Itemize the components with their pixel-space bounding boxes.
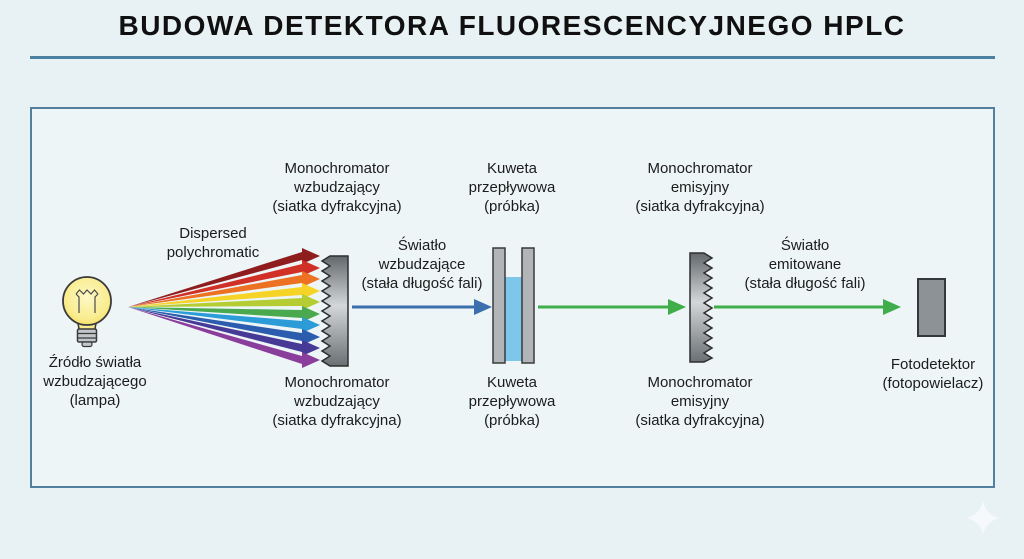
- bulb-filament: [75, 289, 99, 313]
- bulb-base: [76, 328, 98, 343]
- emission-light-arrow-1: [538, 299, 686, 315]
- rainbow-arrow: [128, 307, 320, 368]
- diagram-graphics: [62, 247, 946, 368]
- excitation-grating-icon: [320, 255, 349, 367]
- diagram-panel: Monochromator wzbudzający (siatka dyfrak…: [30, 107, 995, 488]
- rainbow-arrow: [128, 260, 320, 307]
- label-flow-cell-bottom: Kuweta przepływowa (próbka): [468, 374, 556, 429]
- label-excitation-monochromator-top: Monochromator wzbudzający (siatka dyfrak…: [272, 160, 402, 215]
- emission-arrow-2-head: [883, 299, 901, 315]
- label-emitted-light: Światło emitowane (stała długość fali): [744, 237, 866, 292]
- label-flow-cell-top: Kuweta przepływowa (próbka): [468, 160, 556, 215]
- sparkle-watermark-icon: [966, 501, 1000, 535]
- excitation-arrow-head: [474, 299, 492, 315]
- flow-cell-left-window: [492, 247, 506, 364]
- flow-cell-right-window: [521, 247, 535, 364]
- label-excitation-light: Światło wzbudzające (stała długość fali): [361, 237, 483, 292]
- label-photodetector: Fotodetektor (fotopowielacz): [882, 356, 984, 392]
- rainbow-arrow: [128, 306, 320, 322]
- rainbow-arrow: [128, 283, 320, 307]
- emission-arrow-1-head: [668, 299, 686, 315]
- rainbow-fan-icon: [128, 248, 320, 368]
- light-bulb-icon: [62, 276, 112, 348]
- label-emission-monochromator-top: Monochromator emisyjny (siatka dyfrakcyj…: [635, 160, 765, 215]
- flow-cell-icon: [492, 247, 535, 364]
- bulb-base-tip: [81, 341, 93, 348]
- page-title: BUDOWA DETEKTORA FLUORESCENCYJNEGO HPLC: [118, 10, 906, 41]
- emission-light-arrow-2: [714, 299, 901, 315]
- label-light-source: Źródło światła wzbudzającego (lampa): [43, 354, 147, 409]
- title-underline: [30, 56, 995, 59]
- label-dispersed-polychromatic: Dispersed polychromatic: [166, 225, 260, 261]
- flow-cell-liquid: [505, 277, 522, 361]
- rainbow-arrow: [128, 248, 320, 307]
- emission-grating-icon: [689, 252, 714, 363]
- bulb-glass: [62, 276, 112, 326]
- label-excitation-monochromator-bottom: Monochromator wzbudzający (siatka dyfrak…: [272, 374, 402, 429]
- rainbow-arrow: [128, 307, 320, 333]
- label-emission-monochromator-bottom: Monochromator emisyjny (siatka dyfrakcyj…: [635, 374, 765, 429]
- rainbow-arrow: [128, 307, 320, 356]
- bulb-base-threads: [77, 332, 97, 339]
- excitation-light-arrow: [352, 299, 492, 315]
- photodetector-icon: [917, 278, 946, 337]
- rainbow-arrow: [128, 294, 320, 310]
